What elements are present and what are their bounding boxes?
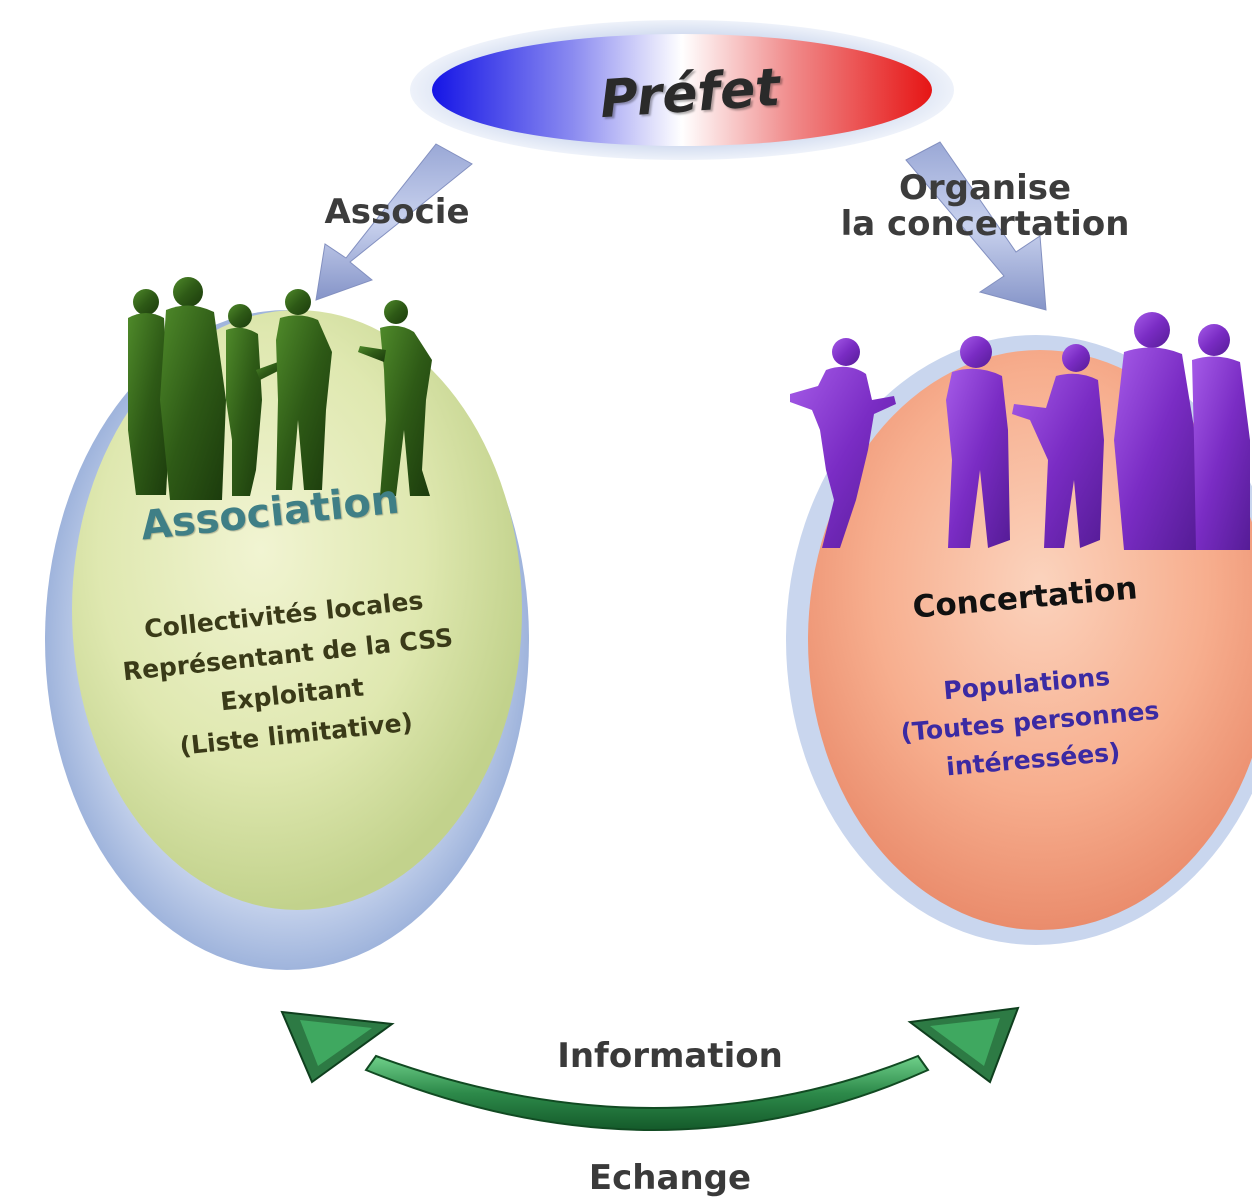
organise-arrow bbox=[905, 141, 1047, 311]
people-group-icon bbox=[128, 277, 432, 500]
people-group-icon bbox=[790, 312, 1250, 550]
organise-label: Organise la concertation bbox=[780, 170, 1190, 242]
associe-arrow bbox=[315, 143, 473, 301]
organise-line-2: la concertation bbox=[840, 204, 1130, 244]
prefet-node bbox=[410, 20, 954, 160]
exchange-arrow bbox=[280, 1006, 1020, 1131]
associe-label: Associe bbox=[324, 192, 470, 232]
information-label: Information bbox=[557, 1036, 783, 1076]
organise-line-1: Organise bbox=[898, 168, 1072, 208]
echange-label: Echange bbox=[588, 1158, 752, 1198]
